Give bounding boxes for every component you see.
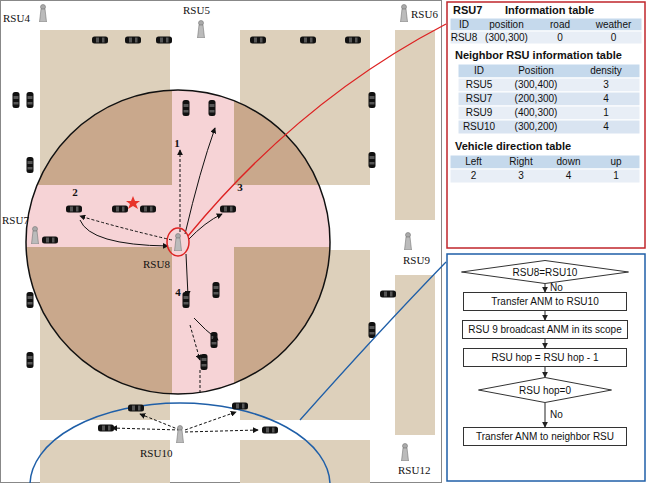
- edge-label: No: [550, 282, 563, 294]
- rsu-label: RSU9: [403, 254, 430, 267]
- rsu-label: RSU8: [143, 258, 170, 271]
- rsu-label: RSU10: [140, 447, 172, 460]
- flow-arrow: [545, 403, 546, 427]
- table-cell: (300,300): [478, 32, 535, 44]
- table-cell: 4: [572, 121, 640, 133]
- process-box: RSU 9 broadcast ANM in its scope: [462, 320, 627, 339]
- table-cell: 0: [585, 32, 642, 44]
- process-box: Transfer ANM to neighbor RSU: [463, 427, 627, 446]
- table-header: ID: [450, 19, 478, 31]
- callout-number: 2: [69, 186, 81, 199]
- table-cell: 4: [545, 170, 592, 182]
- table-cell: RSU7: [458, 93, 500, 105]
- table-cell: 1: [592, 170, 640, 182]
- callout-number: 1: [171, 137, 183, 150]
- table-header: density: [572, 65, 640, 77]
- decision-diamond: RSU8=RSU10: [461, 260, 629, 284]
- table-header: weather: [585, 19, 642, 31]
- rsu-label: RSU4: [3, 12, 30, 25]
- table-title: Information table: [505, 4, 594, 17]
- table-header: Left: [450, 156, 497, 168]
- edge-label: No: [550, 409, 563, 421]
- process-box: Transfer ANM to RSU10: [463, 292, 627, 311]
- flow-arrow: [545, 339, 546, 348]
- node-text: RSU8=RSU10: [513, 267, 578, 278]
- table-header: down: [545, 156, 592, 168]
- table-title: Vehicle direction table: [455, 140, 571, 153]
- table-cell: (300,400): [500, 79, 572, 91]
- node-text: RSU hop=0: [519, 385, 571, 396]
- callout-number: 3: [234, 181, 246, 194]
- table-header: Position: [500, 65, 572, 77]
- table-header: Right: [497, 156, 545, 168]
- rsu-label: RSU7: [2, 214, 29, 227]
- flow-arrow: [545, 311, 546, 320]
- rsu-label: RSU5: [183, 4, 210, 17]
- rsu-label: RSU12: [398, 464, 430, 477]
- process-box: RSU hop = RSU hop - 1: [463, 348, 627, 367]
- table-cell: (300,200): [500, 121, 572, 133]
- table-cell: 4: [572, 93, 640, 105]
- flow-arrow: [545, 284, 546, 292]
- table-header: position: [478, 19, 535, 31]
- decision-diamond: RSU hop=0: [478, 377, 612, 403]
- node-text: RSU hop = RSU hop - 1: [492, 352, 599, 363]
- table-cell: 0: [535, 32, 585, 44]
- table-cell: 3: [497, 170, 545, 182]
- table-cell: RSU5: [458, 79, 500, 91]
- table-cell: (200,300): [500, 93, 572, 105]
- flow-arrow: [545, 367, 546, 377]
- table-cell: 3: [572, 79, 640, 91]
- table-header: up: [592, 156, 640, 168]
- table-title: Neighbor RSU information table: [455, 49, 622, 62]
- table-cell: (400,300): [500, 107, 572, 119]
- table-header: road: [535, 19, 585, 31]
- callout-number: 4: [172, 286, 184, 299]
- table-title: RSU7: [453, 4, 482, 17]
- table-header: ID: [458, 65, 500, 77]
- node-text: RSU 9 broadcast ANM in its scope: [468, 324, 621, 335]
- table-cell: RSU10: [458, 121, 500, 133]
- node-text: Transfer ANM to RSU10: [491, 296, 598, 307]
- table-cell: RSU9: [458, 107, 500, 119]
- node-text: Transfer ANM to neighbor RSU: [476, 431, 614, 442]
- table-cell: 2: [450, 170, 497, 182]
- table-cell: 1: [572, 107, 640, 119]
- table-cell: RSU8: [450, 32, 478, 44]
- rsu-label: RSU6: [411, 8, 438, 21]
